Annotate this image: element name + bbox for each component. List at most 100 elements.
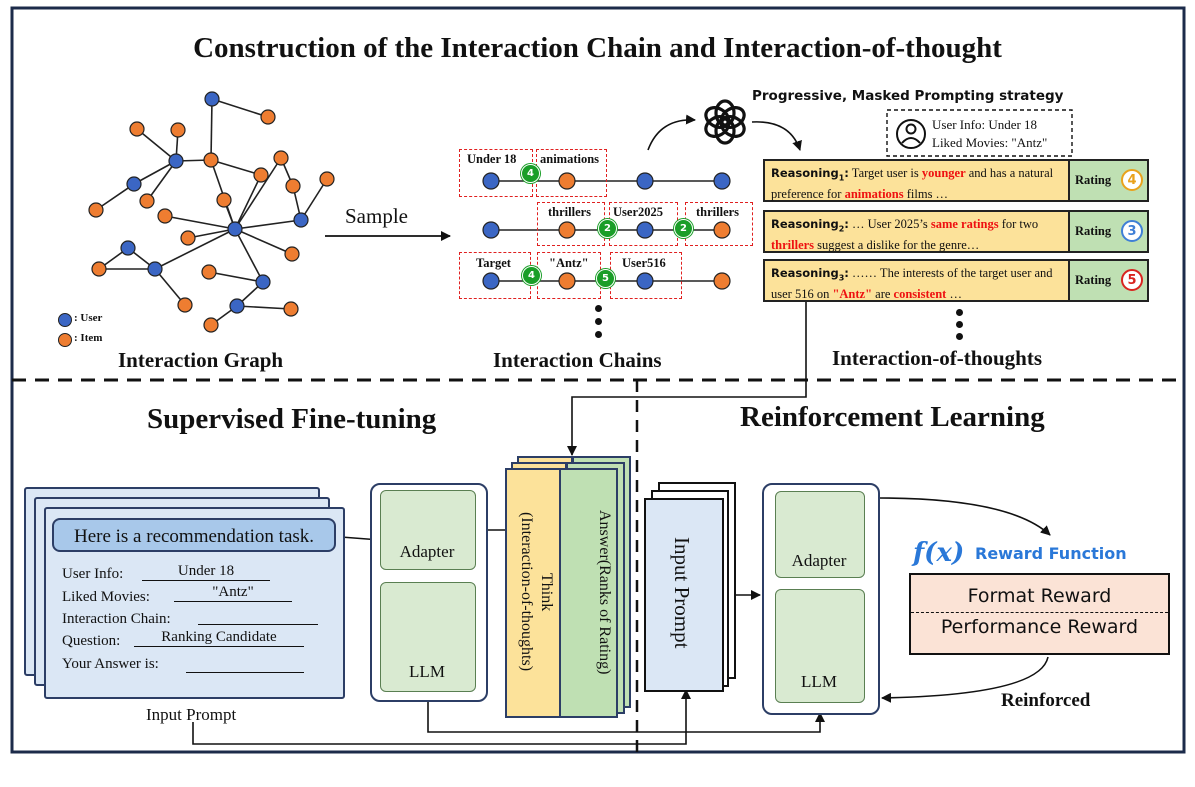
user-node <box>255 274 271 290</box>
graph-edge <box>300 178 328 221</box>
rating-label: Rating <box>1075 224 1112 238</box>
reasoning-text: …… The interests of the target user and … <box>771 266 1053 302</box>
ellipsis-dot <box>956 309 963 316</box>
chain-user-node <box>636 272 654 290</box>
sft-adapter-box <box>380 490 476 570</box>
graph-edge <box>187 228 236 239</box>
reasoning-key: Reasoning2: <box>771 217 849 234</box>
reasoning-text: and has a natural preference for <box>771 166 1054 202</box>
chain-user-node <box>636 172 654 190</box>
reasoning-highlight: animations <box>844 187 904 202</box>
item-node <box>180 230 196 246</box>
graph-edge <box>234 228 293 255</box>
reward-box <box>909 573 1170 655</box>
liked-movies-label: Liked Movies: <box>62 589 150 605</box>
chain-item-node <box>713 272 731 290</box>
prompt-bottom-line <box>192 689 691 745</box>
strategy-label: Progressive, Masked Prompting strategy <box>752 88 1064 104</box>
reasoning-index: 2 <box>838 224 845 234</box>
chain-rating-badge: 4 <box>522 266 541 285</box>
item-node <box>260 109 276 125</box>
answer-text: Answer(Ranks of Rating) <box>596 509 613 675</box>
chain-user-node <box>482 272 500 290</box>
user-legend-dot <box>58 313 72 327</box>
user-node <box>126 176 142 192</box>
iot-label: Interaction-of-thoughts <box>832 346 1042 370</box>
graph-edge <box>208 271 264 283</box>
question-value: Ranking Candidate <box>134 629 304 647</box>
reasoning-index: 3 <box>838 273 845 283</box>
format-reward: Format Reward <box>967 585 1112 607</box>
graph-edge <box>234 228 264 283</box>
user-info-line2: Liked Movies: "Antz" <box>932 135 1048 150</box>
user-info-label: User Info: <box>62 566 124 582</box>
user-node <box>227 221 243 237</box>
chain-lines <box>482 172 731 290</box>
item-legend-dot <box>58 333 72 347</box>
rl-input-prompt: Input Prompt <box>670 537 694 649</box>
chain-item-node <box>558 172 576 190</box>
chain-rating-badge: 2 <box>598 219 617 238</box>
reward-function-title: Reward Function <box>975 544 1127 563</box>
reasoning-highlight: same ratings <box>930 217 999 231</box>
chain-rating-badge: 2 <box>674 219 693 238</box>
sft-llm-label: LLM <box>409 662 445 681</box>
item-node <box>319 171 335 187</box>
reasoning-box: Reasoning1: Target user is younger and h… <box>763 159 1070 202</box>
sft-llm-bottom-line <box>427 700 825 733</box>
graph-nodes <box>88 91 335 333</box>
item-node <box>139 193 155 209</box>
ellipsis-dot <box>956 321 963 328</box>
chain-tag-animations: animations <box>540 152 600 166</box>
item-node <box>201 264 217 280</box>
rating-label: Rating <box>1075 173 1112 187</box>
user-avatar-body <box>901 137 921 144</box>
answer-underline <box>186 672 304 673</box>
chain-tag-thrillers-1: thrillers <box>548 205 592 219</box>
reward-to-llm-arrow <box>881 656 1049 703</box>
graph-edge <box>236 305 292 310</box>
page-title: Construction of the Interaction Chain an… <box>193 32 1002 64</box>
reasoning-highlight: thrillers <box>771 238 815 253</box>
user-node <box>120 240 136 256</box>
interaction-chain-underline <box>198 624 318 625</box>
question-label: Question: <box>62 633 121 649</box>
chain-tag-target: Target <box>476 256 511 270</box>
graph-edge <box>164 215 236 230</box>
reasoning-highlight: "Antz" <box>832 287 873 302</box>
item-node <box>157 208 173 224</box>
reasoning-key: Reasoning1: <box>771 166 849 183</box>
user-node <box>229 298 245 314</box>
reasoning-text: … User 2025’s <box>848 217 931 231</box>
item-node <box>253 167 269 183</box>
openai-logo-icon <box>704 99 746 145</box>
ellipsis-dot <box>595 331 602 338</box>
sft-llm-box <box>380 582 476 692</box>
user-node <box>147 261 163 277</box>
reinforced-label: Reinforced <box>1001 690 1091 711</box>
interaction-graph-label: Interaction Graph <box>118 348 284 372</box>
chain-item-node <box>558 221 576 239</box>
user-node <box>204 91 220 107</box>
think-text: Think(Interaction-of-thoughts) <box>506 470 556 714</box>
rl-llm-box <box>775 589 865 703</box>
user-legend-label: : User <box>74 312 103 324</box>
chain-tag-under18: Under 18 <box>467 152 517 166</box>
chain-user-node <box>636 221 654 239</box>
rl-to-reward-arrow <box>877 497 1051 536</box>
item-node <box>216 192 232 208</box>
reasoning-text: Target user is <box>848 166 922 180</box>
answer-label: Your Answer is: <box>62 656 159 672</box>
iot-to-sft-arrow <box>567 302 807 456</box>
think-sub-label: (Interaction-of-thoughts) <box>518 512 535 672</box>
answer-card <box>559 468 618 718</box>
input-prompt-label: Input Prompt <box>146 705 237 724</box>
rl-title: Reinforcement Learning <box>740 401 1045 433</box>
reasoning-text: are <box>872 287 894 302</box>
graph-edge <box>234 174 262 230</box>
graph-edge <box>154 228 236 270</box>
chain-user-node <box>713 172 731 190</box>
